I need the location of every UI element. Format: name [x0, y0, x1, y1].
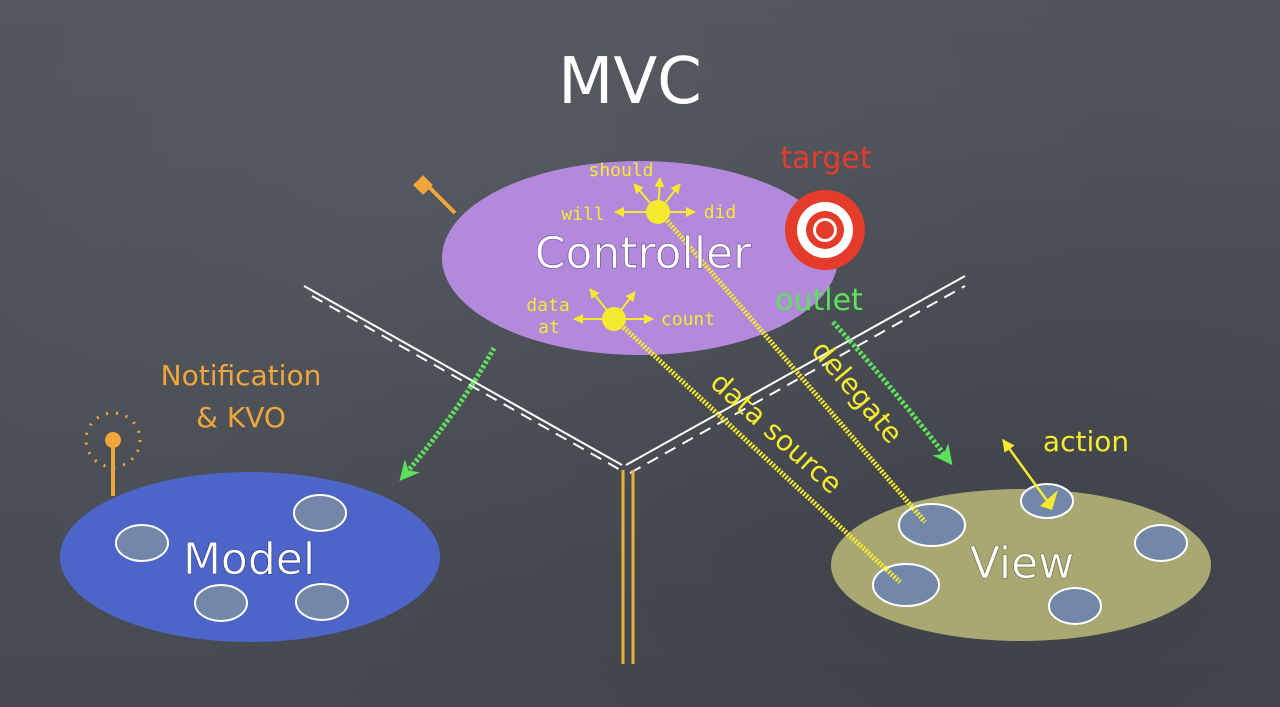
delegate-rays: [614, 177, 696, 224]
road-divider: [303, 275, 966, 664]
data-source-line: [619, 323, 902, 584]
label-will: will: [561, 204, 604, 225]
label-data: data: [526, 295, 569, 316]
controller-ellipse: [442, 161, 838, 355]
label-data-source: data source: [704, 365, 849, 500]
page-title: MVC: [558, 45, 702, 119]
view-bubbles: [872, 483, 1188, 625]
label-count: count: [661, 309, 715, 330]
model-label: Model: [183, 534, 315, 585]
bullseye-icon: [785, 190, 865, 270]
action-arrow: [1001, 438, 1058, 510]
controller-to-model-arrow: [399, 346, 497, 482]
label-action: action: [1043, 425, 1129, 458]
label-should: should: [588, 160, 653, 181]
label-did: did: [704, 202, 737, 223]
plug-icon: [413, 175, 457, 215]
controller-label: Controller: [535, 228, 752, 279]
label-outlet: outlet: [775, 283, 863, 318]
antenna-icon: [84, 411, 142, 496]
label-target: target: [780, 141, 871, 176]
view-label: View: [970, 538, 1074, 589]
outlet-arrow: [831, 320, 953, 466]
datasource-node: [602, 307, 626, 331]
delegate-line: [663, 216, 927, 524]
label-notification: Notification: [161, 359, 322, 392]
model-bubbles: [115, 494, 349, 622]
delegate-node: [646, 200, 670, 224]
label-at: at: [538, 317, 560, 338]
datasource-rays: [573, 288, 654, 331]
label-kvo: & KVO: [196, 401, 286, 434]
